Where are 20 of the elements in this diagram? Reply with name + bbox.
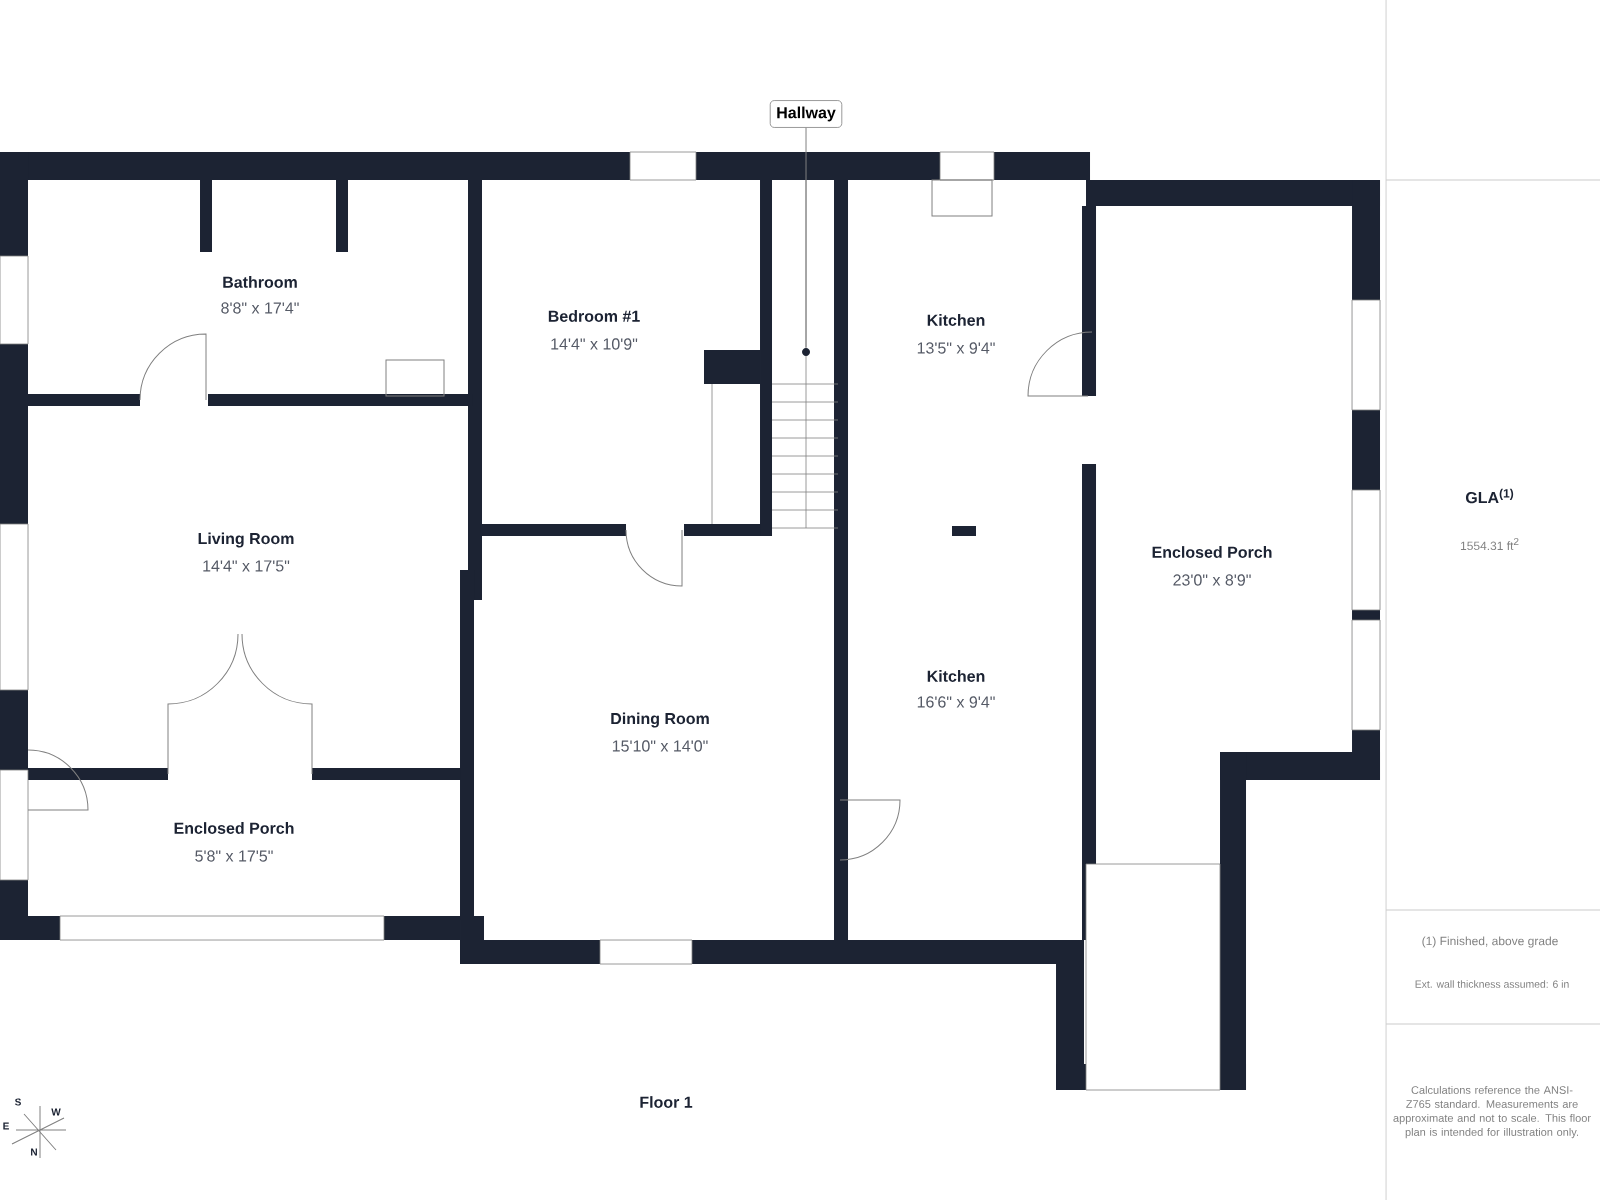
leader-line [805,127,807,349]
room-name: Enclosed Porch [174,822,294,834]
room-dimensions: 23'0" x 8'9" [1173,574,1251,586]
room-name: Bedroom #1 [548,310,640,322]
area-heading: GLA$^{(1)}$ [1465,488,1514,504]
floor-title: Floor 1 [640,1096,693,1108]
room-name: Living Room [198,532,294,548]
room-dimensions: 13'5" x 9'4" [917,342,995,354]
room-dimensions: 8'8" x 17'4" [221,302,299,314]
room-name: Bathroom [223,276,297,288]
room-name: Dining Room [611,712,709,728]
room-dimensions: 14'4" x 17'5" [203,560,290,572]
room-name: Kitchen [927,670,985,682]
room-dimensions: 15'10" x 14'0" [612,740,708,752]
room-name: Enclosed Porch [1152,546,1272,558]
callout-box: Hallway [769,100,843,128]
room-dimensions: 16'6" x 9'4" [917,696,995,708]
room-name: Kitchen [927,314,985,326]
room-dimensions: 5'8" x 17'5" [195,850,273,862]
room-dimensions: 14'4" x 10'9" [551,338,638,350]
